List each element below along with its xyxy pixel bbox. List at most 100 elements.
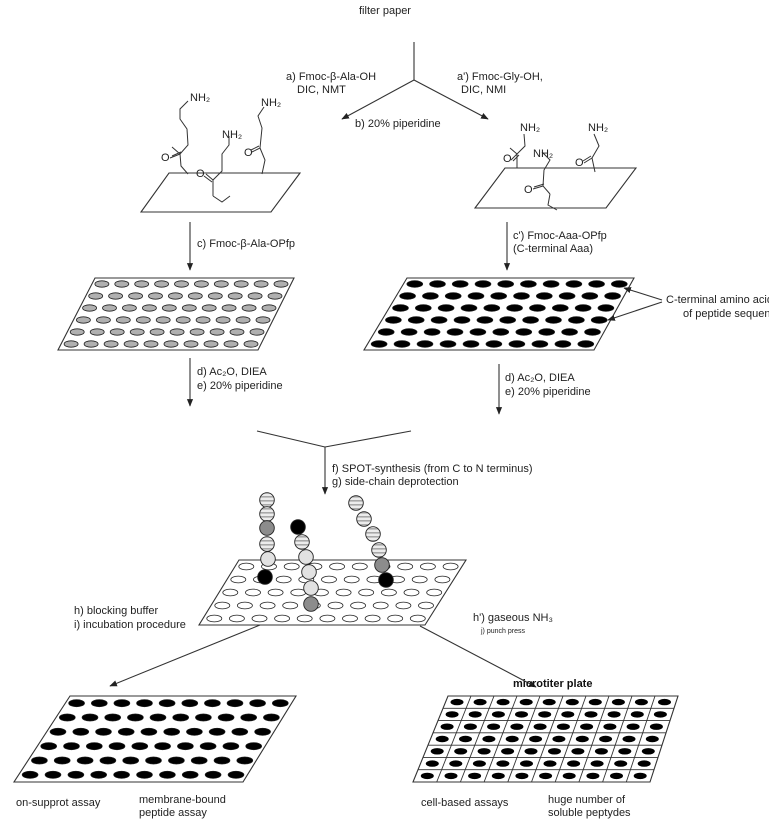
- on-support-assay-membrane: [12, 695, 297, 783]
- amino-acid-bead: [259, 536, 275, 552]
- spot: [273, 280, 289, 288]
- spot: [490, 292, 508, 300]
- plate-grid-line: [507, 695, 541, 783]
- well: [459, 735, 472, 743]
- spot: [261, 304, 277, 312]
- oxygen-right-1: O: [503, 153, 512, 165]
- spot: [143, 340, 159, 348]
- spot: [181, 304, 197, 312]
- spot: [251, 614, 268, 623]
- spot: [434, 575, 451, 584]
- spot: [154, 280, 170, 288]
- spot: [329, 562, 346, 571]
- spot: [189, 328, 205, 336]
- spot: [63, 742, 80, 751]
- spot: [577, 340, 595, 348]
- spot: [81, 713, 99, 722]
- oxygen-left-3: O: [244, 147, 253, 159]
- spot: [469, 328, 487, 336]
- spot: [109, 328, 125, 336]
- well: [472, 760, 486, 767]
- spot: [103, 340, 119, 348]
- well: [468, 772, 482, 780]
- spot: [136, 699, 153, 708]
- spot: [231, 727, 249, 736]
- spot: [140, 727, 158, 736]
- arrow-step-h-prime: [419, 625, 537, 688]
- amino-acid-bead: [371, 542, 387, 558]
- spot: [296, 614, 313, 623]
- spot: [158, 699, 176, 708]
- well: [496, 698, 510, 706]
- step-a-prime-label: a') Fmoc-Gly-OH,: [457, 71, 543, 83]
- well: [571, 748, 585, 755]
- spot: [235, 316, 251, 324]
- spot: [597, 304, 615, 312]
- plate-grid-line: [483, 695, 518, 783]
- spot: [581, 292, 599, 300]
- spot: [267, 292, 283, 300]
- spot: [364, 614, 381, 623]
- spot: [240, 713, 257, 722]
- top-split-arrows: [341, 42, 489, 120]
- spot: [108, 292, 123, 300]
- oxygen-left-1: O: [161, 152, 170, 164]
- spot: [399, 292, 416, 300]
- spot: [115, 316, 131, 324]
- spot: [393, 340, 411, 348]
- spot: [249, 699, 266, 708]
- spot: [233, 280, 249, 288]
- spot: [385, 316, 402, 324]
- spot: [76, 756, 94, 765]
- spot: [123, 340, 139, 348]
- spot: [128, 292, 144, 300]
- spot: [492, 328, 510, 336]
- spot: [419, 562, 436, 571]
- spot: [96, 316, 111, 324]
- amino-acid-bead: [303, 596, 319, 612]
- spot: [437, 304, 455, 312]
- spot: [467, 292, 485, 300]
- amine-right-2: NH₂: [533, 148, 553, 160]
- spot: [327, 601, 344, 610]
- spot: [551, 304, 569, 312]
- filter-paper-label: filter paper: [359, 5, 411, 17]
- step-h-label: h) blocking buffer: [74, 605, 159, 617]
- spot: [520, 280, 537, 288]
- spot: [439, 340, 457, 348]
- spot: [83, 340, 99, 348]
- step-c-prime-note: (C-terminal Aaa): [513, 243, 593, 255]
- well: [626, 723, 640, 730]
- spot: [565, 280, 583, 288]
- step-i-label: i) incubation procedure: [74, 619, 186, 631]
- well: [649, 723, 663, 730]
- amino-acid-bead: [259, 506, 275, 522]
- spot: [411, 575, 428, 584]
- spot: [53, 756, 71, 765]
- well: [614, 760, 628, 767]
- spot: [204, 770, 222, 779]
- spot: [187, 292, 203, 300]
- well: [538, 711, 552, 718]
- spot: [590, 316, 608, 324]
- spot: [574, 304, 592, 312]
- oxygen-right-3: O: [575, 157, 584, 169]
- step-c-label: c) Fmoc-β-Ala-OPfp: [197, 238, 295, 250]
- c-terminal-arrow-1: [623, 287, 663, 301]
- spot: [127, 713, 144, 722]
- well: [567, 760, 581, 767]
- well: [524, 748, 538, 755]
- spot: [247, 292, 263, 300]
- spot: [113, 770, 130, 779]
- spot: [193, 280, 209, 288]
- well: [449, 760, 463, 767]
- well: [505, 735, 519, 743]
- spot: [31, 756, 48, 765]
- merge-arrows: [256, 430, 412, 495]
- well: [637, 760, 651, 767]
- plate-grid-line: [531, 695, 564, 783]
- microtiter-plate: [412, 695, 679, 783]
- amino-acid-bead: [298, 549, 314, 565]
- spot: [497, 280, 515, 288]
- spot: [561, 328, 578, 336]
